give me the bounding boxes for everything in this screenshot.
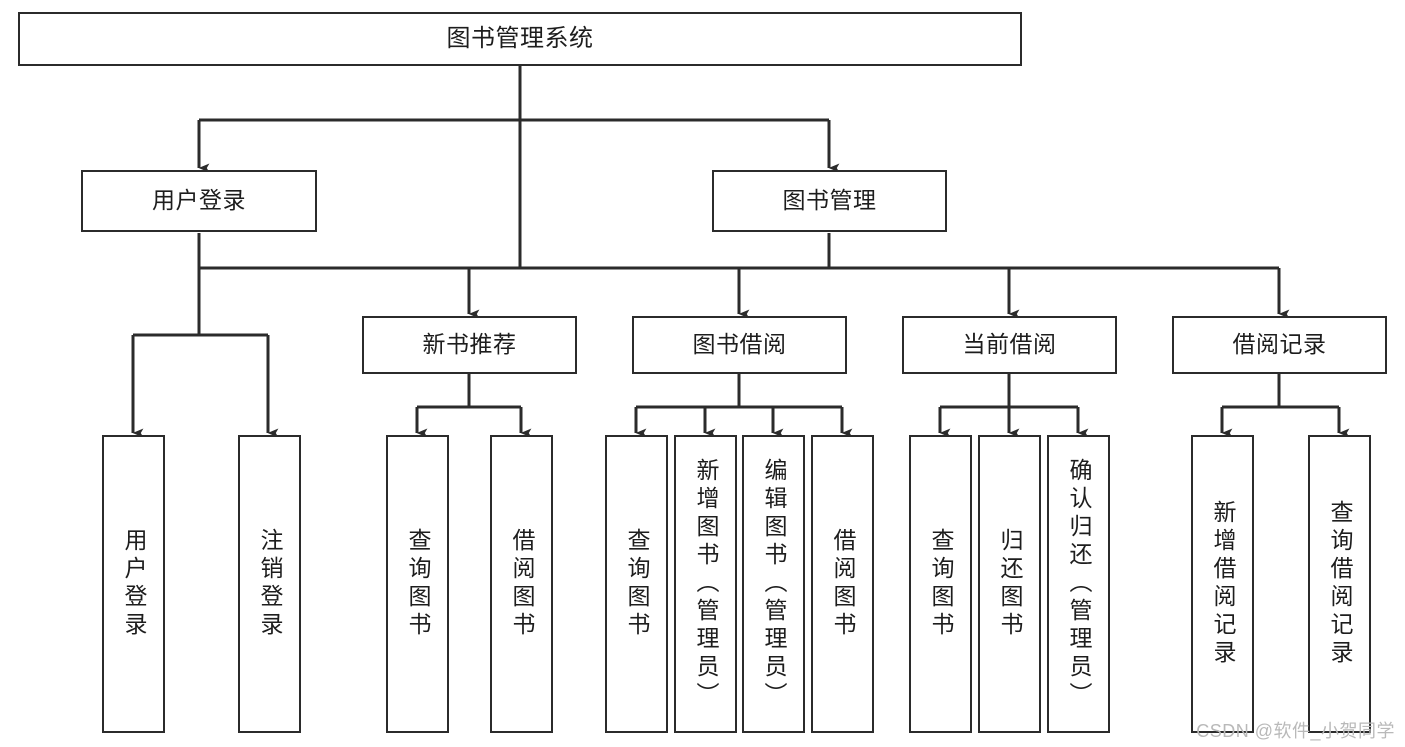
node-label: 查询图书 [405, 528, 431, 640]
node-borrow-records[interactable]: 借阅记录 [1172, 316, 1387, 374]
node-label: 归还图书 [997, 528, 1023, 640]
leaf-borrow-edit-book-admin[interactable]: 编辑图书（管理员） [742, 435, 805, 733]
node-label: 查询借阅记录 [1327, 500, 1353, 668]
leaf-borrow-borrow-book[interactable]: 借阅图书 [811, 435, 874, 733]
watermark: CSDN @软件_小贺同学 [1196, 721, 1395, 741]
node-label: 用户登录 [121, 528, 147, 640]
leaf-records-add-record[interactable]: 新增借阅记录 [1191, 435, 1254, 733]
node-label: 当前借阅 [962, 331, 1057, 358]
leaf-user-login-login[interactable]: 用户登录 [102, 435, 165, 733]
leaf-borrow-add-book-admin[interactable]: 新增图书（管理员） [674, 435, 737, 733]
node-label: 新增图书（管理员） [693, 458, 719, 710]
leaf-records-query-record[interactable]: 查询借阅记录 [1308, 435, 1371, 733]
node-label: 新书推荐 [422, 331, 517, 358]
node-root-system[interactable]: 图书管理系统 [18, 12, 1022, 66]
leaf-new-book-borrow[interactable]: 借阅图书 [490, 435, 553, 733]
node-book-borrow[interactable]: 图书借阅 [632, 316, 847, 374]
node-label: 用户登录 [152, 187, 246, 214]
node-current-borrow[interactable]: 当前借阅 [902, 316, 1117, 374]
node-label: 图书借阅 [692, 331, 787, 358]
leaf-current-confirm-return-admin[interactable]: 确认归还（管理员） [1047, 435, 1110, 733]
node-label: 查询图书 [928, 528, 954, 640]
node-label: 编辑图书（管理员） [761, 458, 787, 710]
leaf-current-return-book[interactable]: 归还图书 [978, 435, 1041, 733]
node-label: 借阅图书 [830, 528, 856, 640]
node-label: 注销登录 [257, 528, 283, 640]
leaf-current-query-book[interactable]: 查询图书 [909, 435, 972, 733]
node-label: 借阅图书 [509, 528, 535, 640]
node-new-book-recommend[interactable]: 新书推荐 [362, 316, 577, 374]
leaf-user-login-logout[interactable]: 注销登录 [238, 435, 301, 733]
node-label: 图书管理系统 [446, 24, 594, 52]
node-label: 借阅记录 [1232, 331, 1327, 358]
node-label: 确认归还（管理员） [1066, 458, 1092, 710]
leaf-borrow-query-book[interactable]: 查询图书 [605, 435, 668, 733]
node-label: 查询图书 [624, 528, 650, 640]
node-label: 新增借阅记录 [1210, 500, 1236, 668]
node-label: 图书管理 [782, 187, 877, 214]
leaf-new-book-query[interactable]: 查询图书 [386, 435, 449, 733]
node-user-login[interactable]: 用户登录 [81, 170, 317, 232]
node-book-management[interactable]: 图书管理 [712, 170, 947, 232]
